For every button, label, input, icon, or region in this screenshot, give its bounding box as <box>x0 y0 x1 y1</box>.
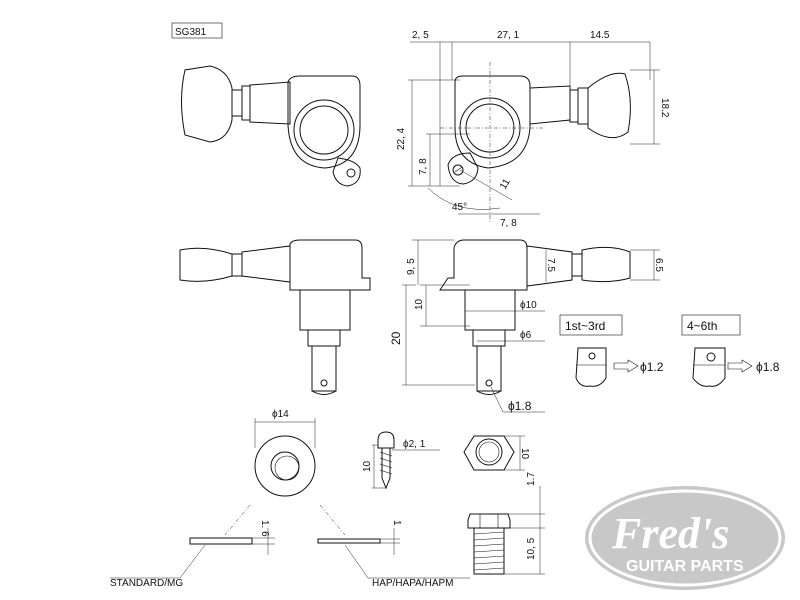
screw-diameter: ϕ2, 1 <box>403 439 426 450</box>
freds-logo: Fred's GUITAR PARTS <box>585 486 785 590</box>
hex-nut: 10 <box>463 435 530 471</box>
washer-thickness-standard: 1. 6 <box>259 520 270 537</box>
washer: ϕ14 <box>224 409 346 536</box>
dim-side-2: 7.5 <box>545 258 556 272</box>
nut-flange: 1.7 <box>526 472 537 486</box>
caption-standard: STANDARD/MG <box>110 578 183 589</box>
dim-side-1: 9, 5 <box>406 258 417 275</box>
dim-top-3: 14.5 <box>590 30 610 41</box>
dim-top-1: 2, 5 <box>412 30 429 41</box>
variant-1st-3rd-hole: ϕ1.2 <box>640 360 664 374</box>
thread-length: 10, 5 <box>526 537 537 560</box>
dim-side-8: ϕ1.8 <box>508 399 532 413</box>
dim-side-4: 10 <box>414 298 425 310</box>
variant-4th-6th-label: 4~6th <box>687 319 717 333</box>
dim-top-8: 45° <box>452 202 467 213</box>
washer-profile-standard: 1. 6 STANDARD/MG <box>110 520 275 589</box>
caption-hap: HAP/HAPA/HAPM <box>372 578 454 589</box>
screw-length: 10 <box>362 460 373 472</box>
tuner-back-view: 2, 5 27, 1 14.5 18.2 22, 4 7, 8 11 45° 7… <box>396 30 670 229</box>
model-label-text: SG381 <box>175 27 207 38</box>
dim-top-7: 11 <box>498 177 513 192</box>
model-label: SG381 <box>171 22 223 39</box>
logo-sub: GUITAR PARTS <box>626 558 744 575</box>
variant-4th-6th-hole: ϕ1.8 <box>756 360 780 374</box>
threaded-bushing: 1.7 10, 5 <box>467 472 545 575</box>
screw: 10 ϕ2, 1 <box>362 431 440 490</box>
washer-diameter: ϕ14 <box>272 409 289 420</box>
dim-top-4: 18.2 <box>659 98 670 118</box>
tuner-side-view-left <box>179 239 371 395</box>
tuner-side-view-right: 9, 5 7.5 6.5 10 20 ϕ10 ϕ6 ϕ1.8 <box>389 239 664 413</box>
dim-top-2: 27, 1 <box>497 30 520 41</box>
washer-profile-hap: 1 HAP/HAPA/HAPM <box>317 520 470 589</box>
dim-top-9: 7, 8 <box>500 218 517 229</box>
dim-top-5: 22, 4 <box>396 127 407 150</box>
dim-top-6: 7, 8 <box>418 158 429 175</box>
dim-side-7: ϕ6 <box>520 330 532 341</box>
nut-width: 10 <box>519 448 530 460</box>
logo-name: Fred's <box>611 509 729 558</box>
dim-side-6: ϕ10 <box>520 300 537 311</box>
dim-side-5: 20 <box>389 331 403 345</box>
variant-1st-3rd-label: 1st~3rd <box>565 319 605 333</box>
dim-side-3: 6.5 <box>653 258 664 272</box>
variant-4th-6th: 4~6th ϕ1.8 <box>681 314 780 387</box>
variant-1st-3rd: 1st~3rd ϕ1.2 <box>559 314 664 387</box>
washer-thickness-hap: 1 <box>391 520 402 526</box>
tuner-front-view <box>181 65 361 187</box>
